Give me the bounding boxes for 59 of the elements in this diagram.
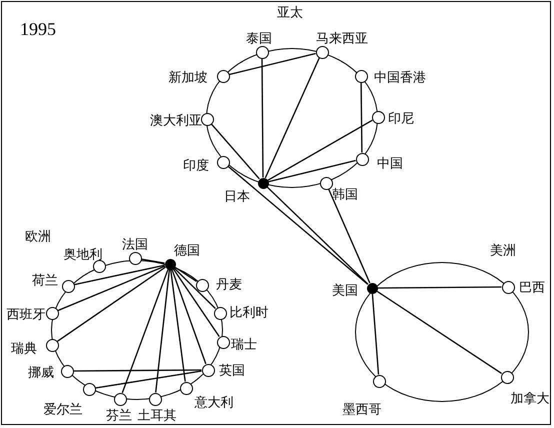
connector-line: [360, 82, 363, 152]
connector-line: [229, 52, 316, 76]
country-label: 芬兰: [106, 408, 132, 422]
country-label: 比利时: [230, 306, 268, 318]
country-label: 西班牙: [6, 308, 46, 320]
connector-line: [210, 123, 260, 180]
connector-line: [378, 286, 502, 289]
connector-line: [376, 290, 502, 374]
country-label: 中国香港: [374, 70, 426, 84]
country-label: 英国: [219, 364, 245, 376]
country-label: 韩国: [332, 188, 358, 200]
country-label: 荷兰: [32, 274, 58, 286]
connector-line: [155, 269, 170, 393]
connector-line: [228, 166, 368, 285]
country-label: 新加坡: [168, 70, 208, 84]
connector-line: [267, 120, 373, 181]
connector-line: [328, 188, 370, 284]
country-label: 日本: [224, 190, 250, 202]
country-label: 泰国: [246, 32, 272, 44]
region-label: 欧洲: [25, 230, 51, 242]
connector-line: [74, 369, 202, 372]
country-label: 印尼: [388, 112, 414, 124]
connector-line: [122, 268, 169, 394]
country-label: 挪威: [28, 366, 54, 378]
country-label: 瑞典: [11, 342, 37, 354]
connector-line: [372, 293, 380, 375]
connector-line: [141, 258, 165, 264]
region-label: 美洲: [490, 244, 516, 256]
connector-line: [170, 269, 186, 382]
connector-line: [261, 58, 264, 178]
connector-line: [173, 267, 216, 309]
country-label: 德国: [174, 244, 200, 256]
country-label: 墨西哥: [342, 402, 382, 416]
country-label: 马来西亚: [316, 32, 368, 44]
country-label: 美国: [332, 284, 358, 296]
connector-line: [174, 266, 197, 282]
country-label: 意大利: [194, 396, 234, 408]
connector-line: [58, 266, 166, 312]
connector-line: [57, 266, 166, 342]
connector-line: [95, 370, 202, 389]
connector-line: [172, 268, 220, 337]
country-label: 巴西: [519, 280, 545, 294]
country-label: 法国: [122, 238, 148, 250]
connector-line: [74, 264, 165, 286]
country-label: 中国: [377, 156, 403, 170]
country-label: 瑞士: [231, 338, 257, 350]
country-label: 印度: [183, 158, 209, 172]
connector-line: [268, 160, 356, 182]
country-label: 丹麦: [216, 278, 242, 290]
connector-line: [264, 58, 320, 178]
country-label: 奥地利: [64, 248, 102, 260]
connector-line: [266, 186, 368, 285]
country-label: 爱尔兰: [44, 402, 82, 416]
year-title: 1995: [20, 20, 56, 38]
region-label: 亚太: [277, 6, 303, 18]
country-label: 加拿大: [510, 392, 550, 404]
country-label: 土耳其: [138, 408, 176, 422]
connector-line: [171, 268, 206, 364]
country-label: 澳大利亚: [150, 114, 202, 126]
